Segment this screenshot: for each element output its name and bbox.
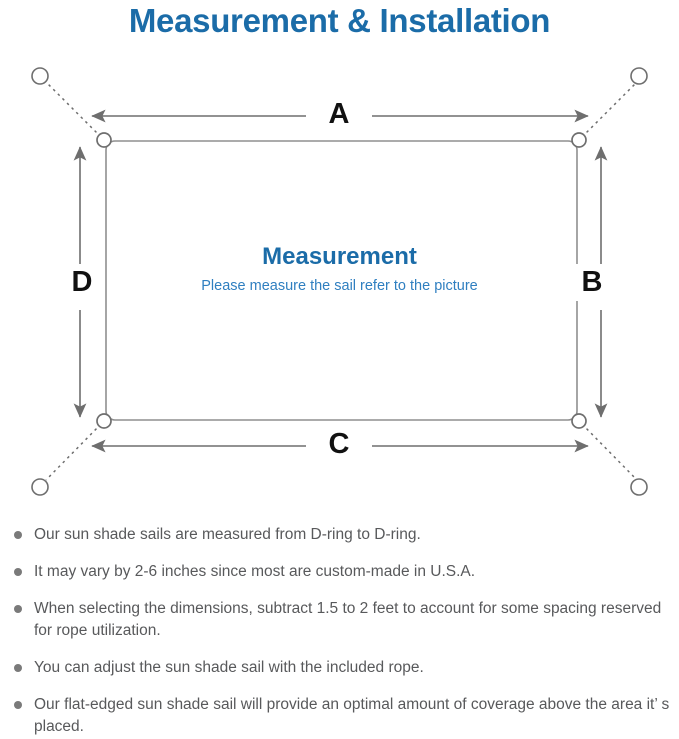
anchor-bottom-left-icon xyxy=(31,478,49,496)
tether-top-left xyxy=(45,81,102,138)
list-item: You can adjust the sun shade sail with t… xyxy=(8,657,676,679)
bullet-icon xyxy=(14,701,22,709)
dimension-label-d: D xyxy=(62,264,102,301)
tether-bottom-right xyxy=(581,423,638,481)
page-title: Measurement & Installation xyxy=(128,2,551,39)
list-item: Our flat-edged sun shade sail will provi… xyxy=(8,694,676,738)
list-item: Our sun shade sails are measured from D-… xyxy=(8,524,676,546)
list-item-text: Our flat-edged sun shade sail will provi… xyxy=(34,696,670,735)
anchor-top-right-icon xyxy=(630,67,648,85)
notes-list: Our sun shade sails are measured from D-… xyxy=(8,524,676,738)
d-rings xyxy=(96,132,587,429)
sail-center-title: Measurement xyxy=(262,243,417,270)
anchor-points xyxy=(31,67,648,496)
d-ring-bottom-left-icon xyxy=(96,413,112,429)
list-item-text: It may vary by 2-6 inches since most are… xyxy=(34,563,476,580)
dimension-label-a: A xyxy=(306,97,372,132)
measurement-diagram xyxy=(0,52,679,514)
list-item-text: Our sun shade sails are measured from D-… xyxy=(34,526,421,543)
list-item-text: When selecting the dimensions, subtract … xyxy=(34,600,662,639)
tether-bottom-left xyxy=(45,423,102,481)
tether-lines xyxy=(45,81,638,481)
diagram-canvas xyxy=(31,67,648,496)
list-item-text: You can adjust the sun shade sail with t… xyxy=(34,659,424,676)
bullet-icon xyxy=(14,568,22,576)
anchor-top-left-icon xyxy=(31,67,49,85)
dimension-label-b: B xyxy=(572,264,612,301)
list-item: When selecting the dimensions, subtract … xyxy=(8,598,676,642)
tether-top-right xyxy=(581,81,638,138)
list-item: It may vary by 2-6 inches since most are… xyxy=(8,561,676,583)
d-ring-top-right-icon xyxy=(571,132,587,148)
d-ring-top-left-icon xyxy=(96,132,112,148)
sail-center-subtitle: Please measure the sail refer to the pic… xyxy=(201,278,478,294)
bullet-icon xyxy=(14,605,22,613)
d-ring-bottom-right-icon xyxy=(571,413,587,429)
dimension-label-c: C xyxy=(306,427,372,462)
anchor-bottom-right-icon xyxy=(630,478,648,496)
bullet-icon xyxy=(14,531,22,539)
bullet-icon xyxy=(14,664,22,672)
